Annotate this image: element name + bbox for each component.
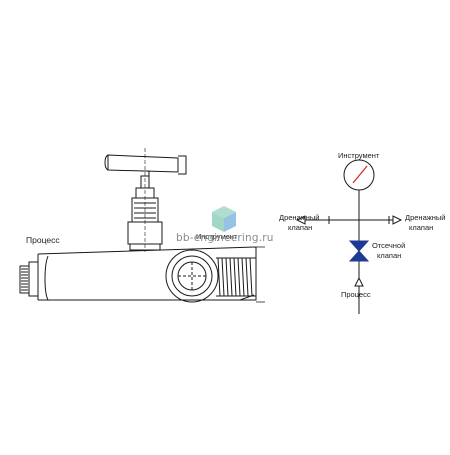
shutoff-label-1: Отсечной <box>372 241 406 250</box>
watermark-text: bb-engineering.ru <box>176 232 274 244</box>
right-threaded-outlet <box>216 257 257 297</box>
drain-arrow-right-icon <box>392 215 403 225</box>
process-arrow-icon <box>354 276 364 287</box>
t-handle <box>104 154 187 177</box>
instrument-label-top: Инструмент <box>338 151 380 160</box>
process-label-bottom: Процесс <box>341 290 371 299</box>
gauge-icon <box>343 159 375 191</box>
shutoff-label-2: клапан <box>377 251 402 260</box>
drain-label-left-1: Дренажный <box>279 213 320 222</box>
process-label-left: Процесс <box>26 235 60 245</box>
shutoff-valve-icon <box>348 240 370 262</box>
drain-label-right-2: клапан <box>409 223 434 232</box>
flow-schematic <box>295 159 403 314</box>
manifold-body <box>19 148 265 303</box>
instrument-label-mid: Инструмент <box>196 232 238 241</box>
instrument-port <box>165 249 219 303</box>
left-threaded-connection <box>19 261 39 297</box>
drain-label-left-2: клапан <box>288 223 313 232</box>
logo-emblem <box>212 206 236 232</box>
drain-arrow-left-icon <box>295 215 306 225</box>
drain-label-right-1: Дренажный <box>405 213 446 222</box>
